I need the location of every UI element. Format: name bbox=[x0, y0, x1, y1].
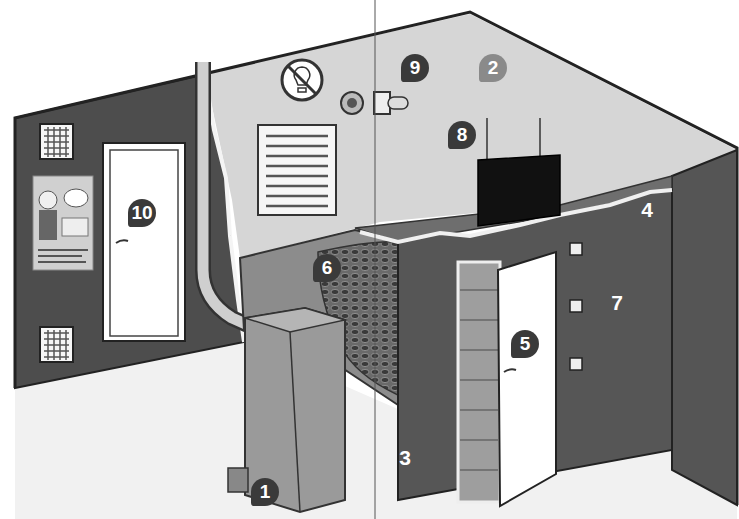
dark-panel bbox=[478, 155, 560, 226]
board-line bbox=[460, 289, 498, 291]
door-handle bbox=[116, 240, 128, 243]
board-line bbox=[460, 409, 498, 411]
hanger-wire bbox=[486, 118, 488, 160]
poster-lines bbox=[38, 250, 88, 262]
prohibition-slash bbox=[288, 66, 316, 94]
socket bbox=[570, 300, 582, 312]
board-line bbox=[460, 319, 498, 321]
smoke-detector-core bbox=[347, 98, 357, 108]
boiler-edge bbox=[290, 332, 300, 512]
callout-number: 10 bbox=[128, 199, 156, 227]
boiler-top bbox=[245, 308, 345, 332]
vent-slat bbox=[266, 175, 328, 178]
wall-vent bbox=[40, 124, 73, 159]
smoke-detector bbox=[341, 92, 363, 114]
callout-number: 5 bbox=[511, 330, 539, 358]
poster-figure bbox=[39, 191, 57, 209]
door-frame-line bbox=[110, 150, 178, 336]
boiler-foot bbox=[228, 468, 248, 492]
vent-grid bbox=[44, 127, 69, 157]
callout-number: 3 bbox=[391, 444, 419, 472]
vent-slat bbox=[266, 135, 328, 138]
callout-number: 9 bbox=[401, 54, 429, 82]
poster bbox=[33, 176, 93, 270]
socket bbox=[570, 358, 582, 370]
callout-number: 6 bbox=[313, 254, 341, 282]
boiler bbox=[245, 308, 345, 512]
board-line bbox=[460, 439, 498, 441]
wall-vent bbox=[40, 327, 73, 362]
room-outline bbox=[15, 12, 737, 505]
vent-slat bbox=[266, 165, 328, 168]
vent-slat bbox=[266, 185, 328, 188]
wall-vent-frame bbox=[258, 125, 336, 215]
callout-number: 1 bbox=[251, 478, 279, 506]
wall-vent-slats bbox=[266, 136, 328, 206]
poster-figure bbox=[39, 210, 57, 240]
entry-door bbox=[103, 143, 185, 341]
door-handle bbox=[504, 369, 516, 372]
callout-number: 7 bbox=[603, 289, 631, 317]
right-wall bbox=[672, 150, 737, 505]
poster-image bbox=[62, 218, 88, 236]
hanger-wire bbox=[539, 118, 541, 160]
callout-number: 8 bbox=[448, 121, 476, 149]
board-line bbox=[460, 379, 498, 381]
door-opening bbox=[458, 262, 500, 502]
no-bulb-sign bbox=[282, 60, 322, 100]
fold-line bbox=[375, 0, 376, 519]
vent-grid bbox=[44, 330, 69, 360]
vent-slat bbox=[266, 145, 328, 148]
storage-boards bbox=[460, 290, 498, 470]
sensor-body bbox=[388, 97, 408, 109]
vent-slat bbox=[266, 205, 328, 208]
board-line bbox=[460, 349, 498, 351]
board-line bbox=[460, 469, 498, 471]
open-door bbox=[498, 252, 556, 506]
poster-bubble bbox=[64, 189, 88, 207]
vent-slat bbox=[266, 155, 328, 158]
callout-number: 4 bbox=[633, 196, 661, 224]
vent-slat bbox=[266, 195, 328, 198]
socket bbox=[570, 243, 582, 255]
callout-number: 2 bbox=[479, 54, 507, 82]
